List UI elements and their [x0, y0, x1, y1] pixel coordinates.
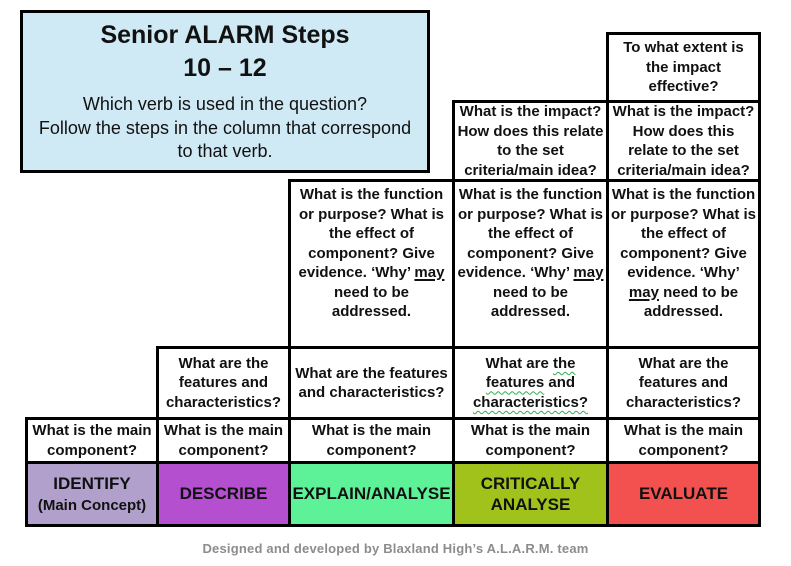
column-describe: What are the features and characteristic… — [156, 346, 291, 527]
column-critically-analyse: What is the impact? How does this relate… — [452, 100, 609, 527]
column-header-evaluate: EVALUATE — [606, 461, 761, 527]
cell-explain-analyse-features: What are the features and characteristic… — [288, 346, 455, 420]
column-identify: What is the main component?IDENTIFY(Main… — [25, 417, 159, 527]
cell-evaluate-function-purpose: What is the function or purpose? What is… — [606, 179, 761, 349]
cell-explain-analyse-main-component: What is the main component? — [288, 417, 455, 464]
column-sublabel: (Main Concept) — [37, 496, 147, 514]
cell-critically-analyse-function-purpose: What is the function or purpose? What is… — [452, 179, 609, 349]
cell-explain-analyse-function-purpose: What is the function or purpose? What is… — [288, 179, 455, 349]
stair-table: What is the main component?IDENTIFY(Main… — [25, 32, 761, 527]
column-header-describe: DESCRIBE — [156, 461, 291, 527]
instructions-text: Which verb is used in the question? Foll… — [38, 94, 412, 162]
cell-evaluate-impact: What is the impact? How does this relate… — [606, 100, 761, 182]
column-evaluate: To what extent is the impact effective?W… — [606, 32, 761, 527]
column-header-identify: IDENTIFY(Main Concept) — [25, 461, 159, 527]
info-box: Senior ALARM Steps 10 – 12 Which verb is… — [20, 10, 430, 173]
cell-identify-main-component: What is the main component? — [25, 417, 159, 464]
column-explain-analyse: What is the function or purpose? What is… — [288, 179, 455, 527]
column-header-critically-analyse: CRITICALLY ANALYSE — [452, 461, 609, 527]
column-header-explain-analyse: EXPLAIN/ANALYSE — [288, 461, 455, 527]
cell-describe-main-component: What is the main component? — [156, 417, 291, 464]
cell-critically-analyse-impact: What is the impact? How does this relate… — [452, 100, 609, 182]
cell-critically-analyse-features: What are the features and characteristic… — [452, 346, 609, 420]
cell-critically-analyse-main-component: What is the main component? — [452, 417, 609, 464]
cell-evaluate-main-component: What is the main component? — [606, 417, 761, 464]
cell-evaluate-extent: To what extent is the impact effective? — [606, 32, 761, 103]
cell-describe-features: What are the features and characteristic… — [156, 346, 291, 420]
cell-evaluate-features: What are the features and characteristic… — [606, 346, 761, 420]
page-title: Senior ALARM Steps 10 – 12 — [100, 21, 350, 82]
credit-text: Designed and developed by Blaxland High’… — [202, 541, 589, 556]
